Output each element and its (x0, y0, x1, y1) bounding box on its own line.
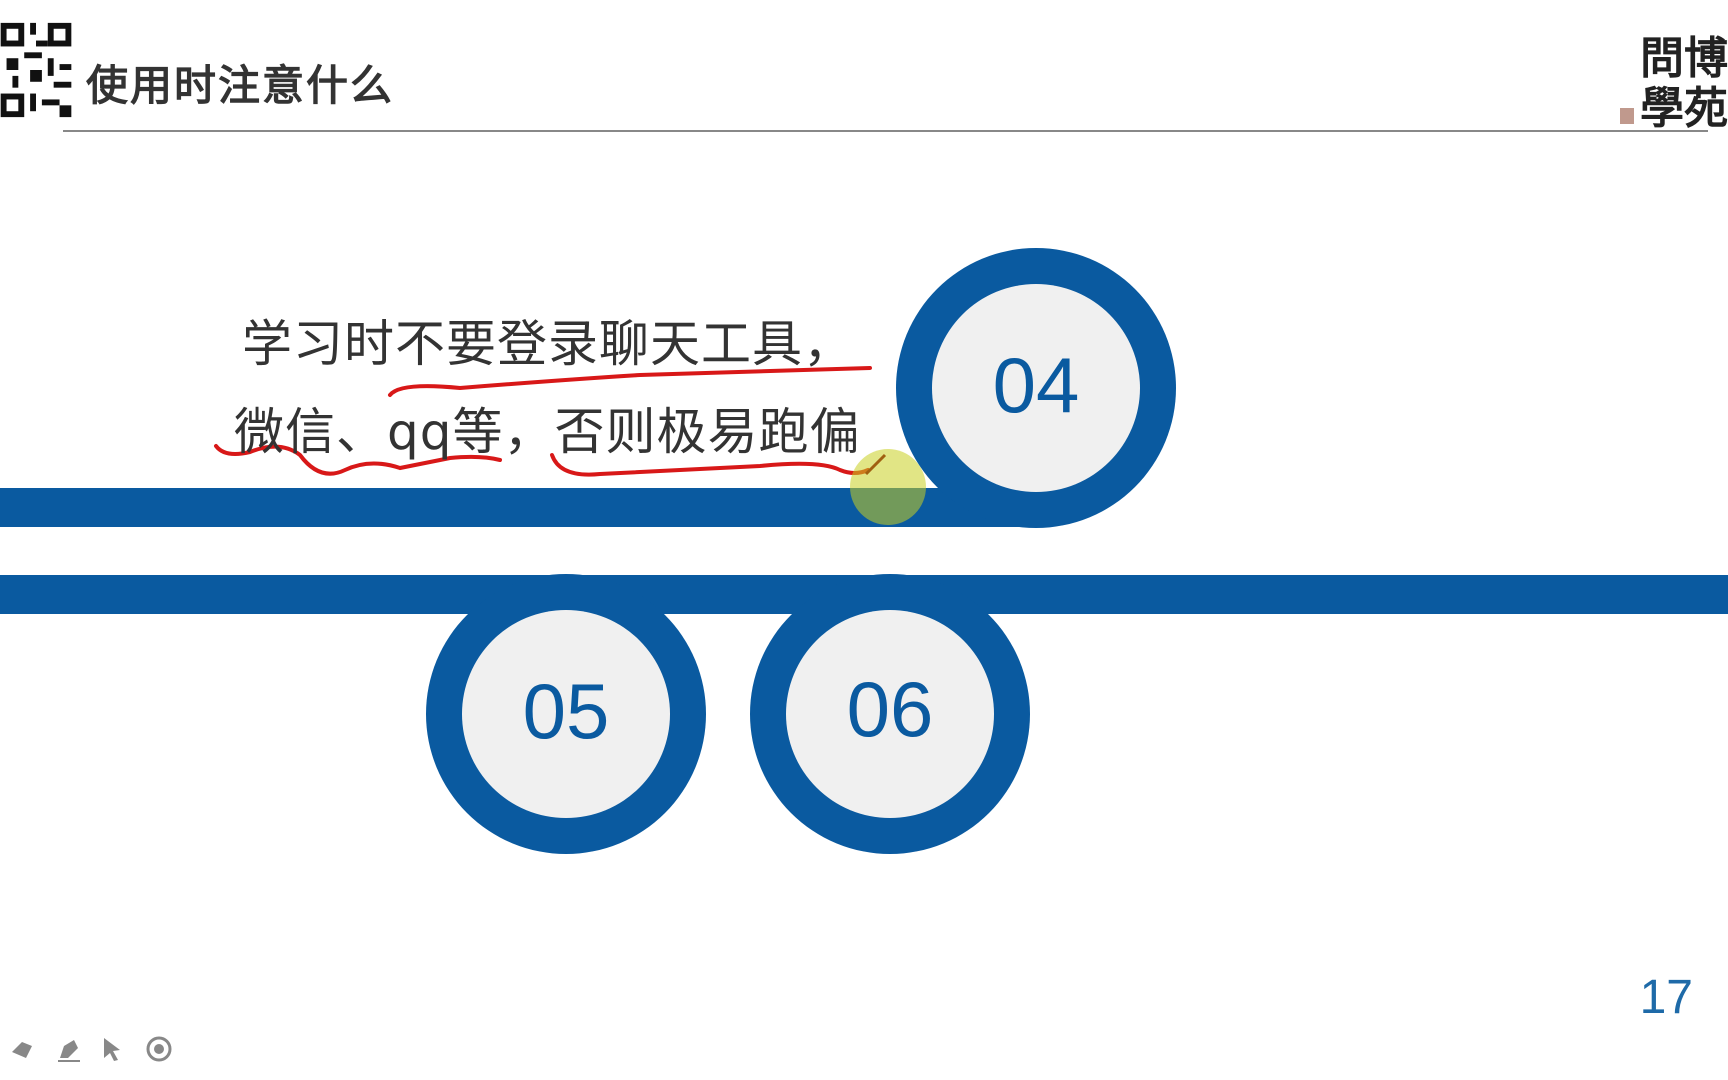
qr-code (0, 17, 72, 123)
slide-title: 使用时注意什么 (86, 61, 395, 110)
brand-logo: 問博 學苑 (1620, 33, 1728, 133)
step-ring-04 (896, 248, 1176, 528)
arrow-cursor-icon[interactable] (98, 1034, 128, 1064)
pen-cursor-icon (864, 453, 887, 476)
pointer-hand-icon[interactable] (8, 1034, 38, 1064)
annotation-underlines (214, 366, 872, 477)
header-divider (63, 130, 1708, 132)
note-line-1: 学习时不要登录聊天工具， (242, 315, 854, 373)
step-ring-05 (426, 574, 706, 854)
pen-icon[interactable] (54, 1034, 84, 1064)
step-label-05: 05 (522, 667, 610, 755)
note-line-2: 微信、qq等，否则极易跑偏 (234, 403, 861, 461)
step-ring-06 (750, 574, 1030, 854)
cursor-highlight (850, 449, 926, 525)
record-icon[interactable] (144, 1034, 174, 1064)
step-label-04: 04 (992, 341, 1080, 429)
step-label-06: 06 (846, 665, 934, 753)
svg-text:問博: 問博 (1640, 33, 1728, 84)
svg-text:學苑: 學苑 (1640, 83, 1728, 133)
page-number: 17 (1639, 971, 1693, 1024)
